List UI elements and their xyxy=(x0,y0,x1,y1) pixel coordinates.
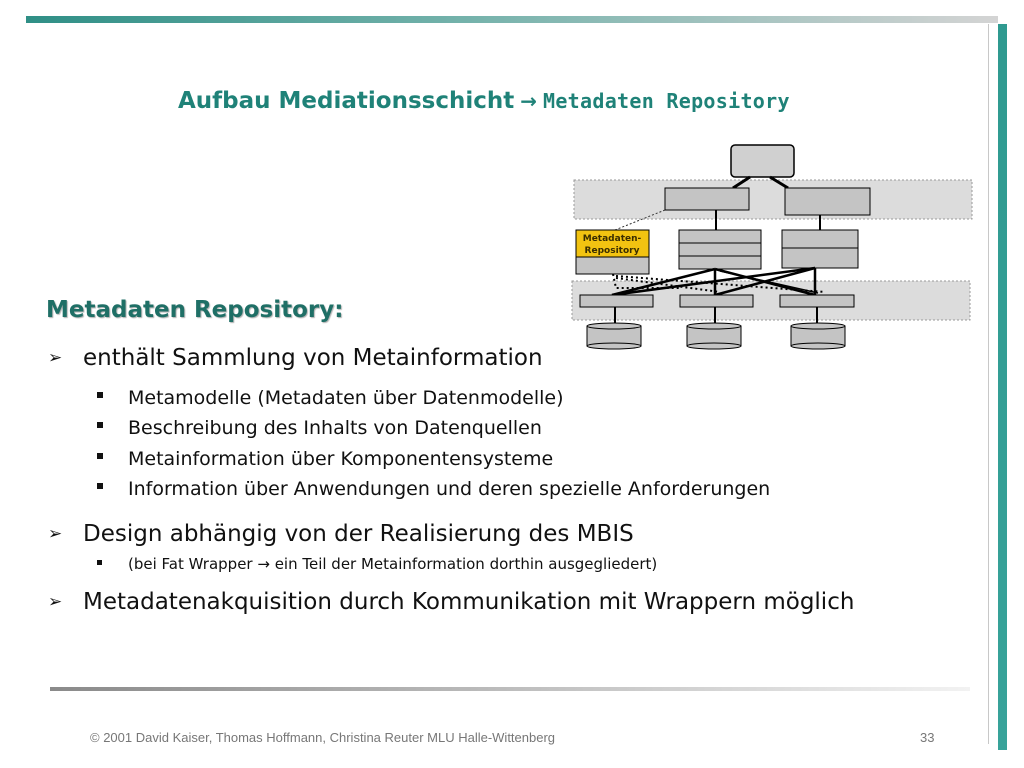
wrapper-box-3 xyxy=(779,294,855,308)
sub-bullet-text: Metamodelle (Metadaten über Datenmodelle… xyxy=(128,387,564,409)
square-bullet-icon xyxy=(97,392,103,398)
square-bullet-icon xyxy=(97,560,102,565)
stack-box-1b xyxy=(678,242,762,257)
repository-label-1: Metadaten- xyxy=(583,234,642,244)
sub-bullet-text: (bei Fat Wrapper → ein Teil der Metainfo… xyxy=(128,555,658,573)
arrow-bullet-icon: ➢ xyxy=(48,524,63,544)
architecture-diagram: Metadaten- Repository xyxy=(571,144,973,350)
arrow-bullet-icon: ➢ xyxy=(48,348,63,368)
wrapper-box-2 xyxy=(679,294,754,308)
footer-divider xyxy=(50,687,970,691)
stack-box-1a xyxy=(678,229,762,244)
wrapper-box-1 xyxy=(579,294,654,308)
sub-bullet-text: Metainformation über Komponentensysteme xyxy=(128,448,554,470)
square-bullet-icon xyxy=(97,453,103,459)
title-main: Aufbau Mediationsschicht xyxy=(178,88,515,114)
database-icon-1 xyxy=(586,322,642,350)
page-number: 33 xyxy=(920,730,935,745)
sub-bullet-text: Beschreibung des Inhalts von Datenquelle… xyxy=(128,417,542,439)
arrow-bullet-icon: ➢ xyxy=(48,592,63,612)
bullet-text: Metadatenakquisition durch Kommunikation… xyxy=(83,589,855,615)
section-heading: Metadaten Repository: xyxy=(46,297,344,323)
database-icon-2 xyxy=(686,322,742,350)
title-arrow-icon: → xyxy=(520,89,537,113)
bullet-text: Design abhängig von der Realisierung des… xyxy=(83,521,634,547)
footer-copyright: © 2001 David Kaiser, Thomas Hoffmann, Ch… xyxy=(90,730,556,745)
slide-title: Aufbau Mediationsschicht→Metadaten Repos… xyxy=(178,88,790,114)
stack-box-2a xyxy=(781,229,859,249)
stack-box-1c xyxy=(678,255,762,270)
right-divider-line xyxy=(988,24,989,744)
square-bullet-icon xyxy=(97,422,103,428)
mediator-box-2 xyxy=(784,187,871,216)
mediator-box-1 xyxy=(664,187,750,211)
right-accent-bar xyxy=(998,24,1007,750)
stack-box-2b xyxy=(781,247,859,269)
sub-bullet-text: Information über Anwendungen und deren s… xyxy=(128,478,771,500)
mediator-layer-band xyxy=(573,179,973,220)
title-sub: Metadaten Repository xyxy=(543,89,790,113)
top-accent-bar xyxy=(26,16,998,23)
application-box xyxy=(730,144,795,178)
square-bullet-icon xyxy=(97,483,103,489)
repository-label-2: Repository xyxy=(585,246,640,256)
bullet-text: enthält Sammlung von Metainformation xyxy=(83,345,543,371)
database-icon-3 xyxy=(790,322,846,350)
